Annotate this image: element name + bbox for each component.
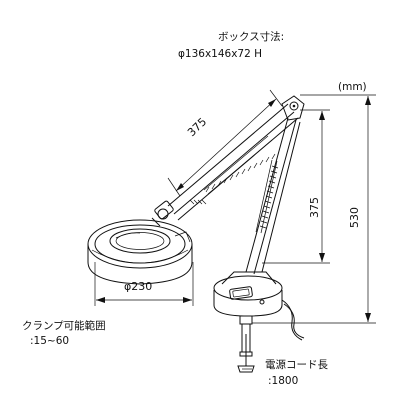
height-dimension-line xyxy=(252,94,376,324)
clamp-label: クランプ可能範囲 xyxy=(22,319,106,332)
lens-diameter-dimension: φ230 xyxy=(124,280,152,293)
desk-clamp xyxy=(237,315,255,373)
cord-value: :1800 xyxy=(268,375,298,387)
lower-arm xyxy=(245,117,301,275)
lower-arm-spring xyxy=(255,159,279,234)
upper-arm-spring xyxy=(203,135,276,195)
elbow-joint xyxy=(281,95,305,121)
power-cord xyxy=(281,299,305,341)
upper-arm xyxy=(167,103,299,221)
head-joint xyxy=(151,200,174,227)
height-dimension: 530 xyxy=(348,207,361,228)
lens-diameter-dimension-line xyxy=(94,262,194,306)
lamp-base xyxy=(213,271,283,317)
clamp-value: :15~60 xyxy=(30,335,69,347)
lower-arm-dimension: 375 xyxy=(308,197,321,218)
unit-label: (mm) xyxy=(338,81,367,93)
cord-label: 電源コード長 xyxy=(265,358,328,371)
box-size-label: ボックス寸法: xyxy=(218,30,284,43)
lamp-head xyxy=(87,219,193,285)
box-size-value: φ136x146x72 H xyxy=(178,48,262,60)
upper-arm-dimension-line xyxy=(167,89,283,197)
upper-arm-dimension: 375 xyxy=(185,115,209,139)
lower-arm-dimension-line xyxy=(262,109,330,264)
